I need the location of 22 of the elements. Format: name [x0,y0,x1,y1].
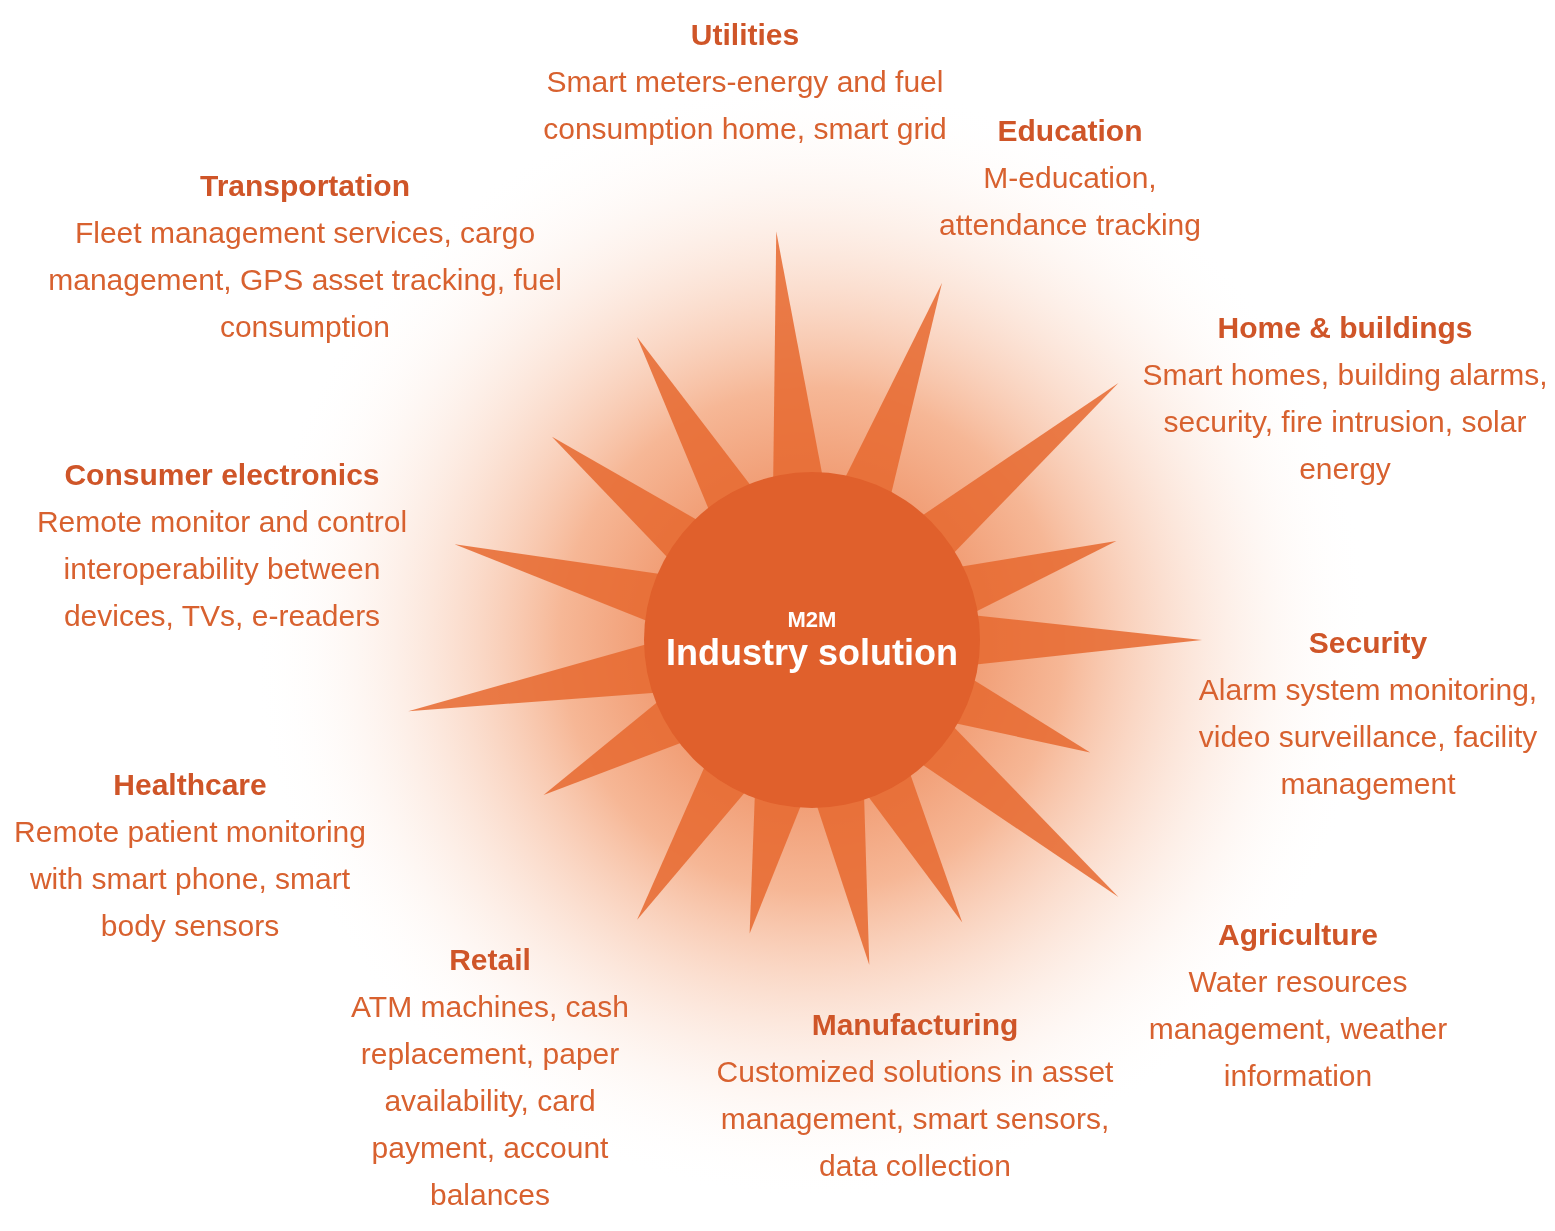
sector-description: Smart homes, building alarms, security, fire intrusion, solar energy [1141,357,1549,487]
sector-description: ATM machines, cash replacement, paper availability, card payment, account balances [350,989,630,1213]
sector-heading: Home & buildings [1217,310,1473,346]
sector-description: Remote patient monitoring with smart phone, smart body sensors [13,814,367,944]
sector-description: Smart meters-energy and fuel consumption home, smart grid [542,64,948,147]
sector-description: Fleet management services, cargo management, GPS asset tracking, fuel consumption [47,215,563,345]
sector-heading: Security [1308,625,1428,661]
sector-heading: Consumer electronics [64,457,380,493]
sector-heading: Agriculture [1218,917,1378,953]
sector-heading: Education [997,113,1143,149]
sector-heading: Utilities [690,17,800,53]
hub-title: Industry solution [666,633,958,673]
sector-heading: Transportation [200,168,410,204]
sector-description: Alarm system monitoring, video surveillance, facility management [1197,672,1539,802]
sector-heading: Healthcare [113,767,267,803]
sector-heading: Retail [449,942,531,978]
hub-subtitle: M2M [787,607,837,633]
sector-description: Customized solutions in asset management, smart sensors, data collection [715,1054,1115,1184]
sector-description: M-education, attendance tracking [938,160,1202,243]
sector-description: Remote monitor and control interoperability between devices, TVs, e-readers [35,504,409,634]
sector-heading: Manufacturing [811,1007,1019,1043]
sector-description: Water resources management, weather information [1147,964,1449,1094]
